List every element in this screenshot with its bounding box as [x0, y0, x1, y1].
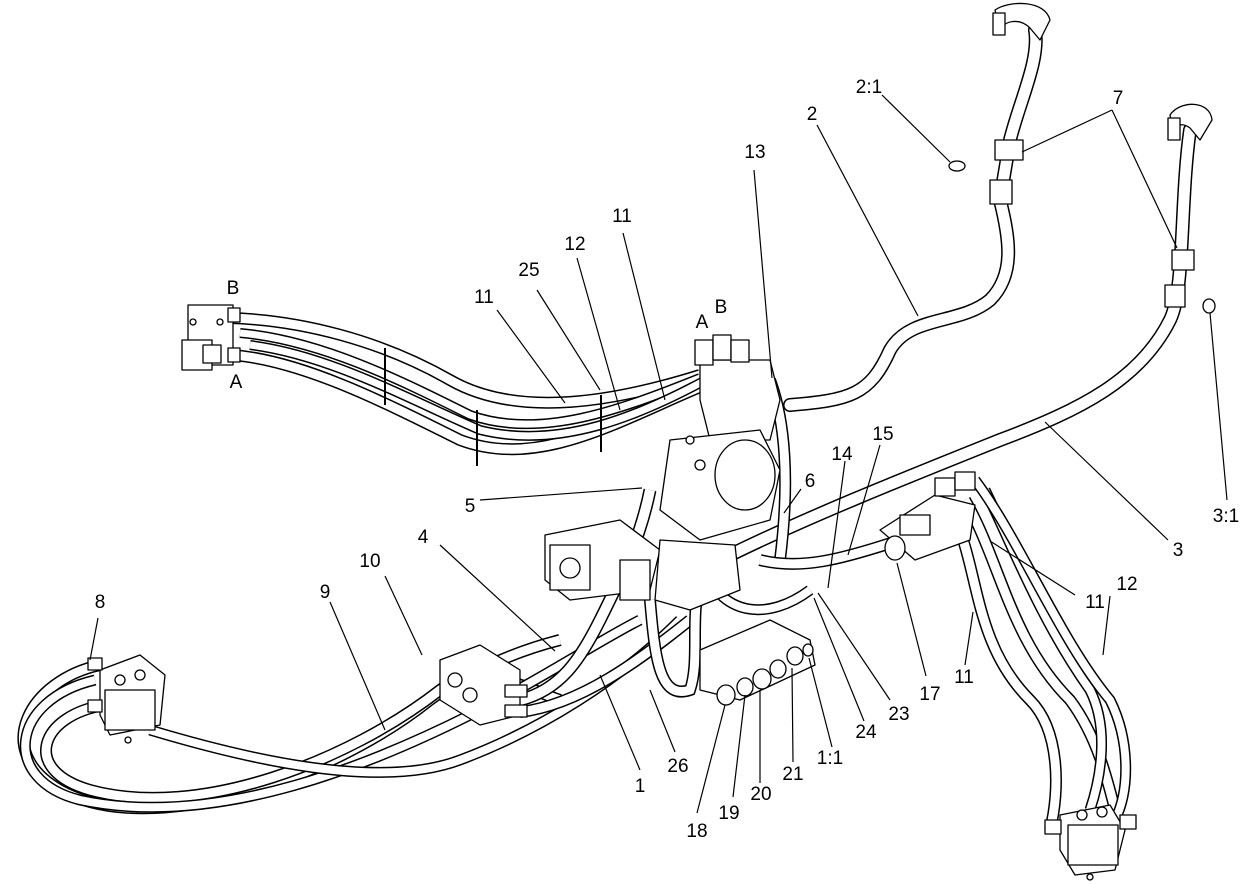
callout-9: 9: [320, 582, 331, 603]
callout-21: 21: [782, 764, 803, 785]
lower-valve-block: [439, 644, 528, 726]
fitting-top-right-2: [1164, 103, 1213, 308]
callout-11-c: 11: [1085, 592, 1105, 613]
callout-7: 7: [1113, 88, 1124, 109]
callout-17: 17: [919, 684, 940, 705]
callout-3: 3: [1173, 540, 1184, 561]
callout-2-1: 2:1: [856, 77, 882, 98]
manifold-block: [699, 619, 816, 706]
callout-2: 2: [807, 104, 818, 125]
callout-1: 1: [635, 776, 646, 797]
callout-18: 18: [686, 821, 707, 842]
lower-right-motor: [1044, 804, 1137, 881]
hoses-lower-left-motor: [17, 615, 684, 815]
callout-19: 19: [718, 803, 739, 824]
callout-20: 20: [750, 784, 771, 805]
port-label-left-motor-b: B: [227, 278, 240, 299]
callout-6: 6: [805, 471, 816, 492]
callout-5: 5: [465, 496, 476, 517]
hoses-upper-left-motor: [229, 312, 708, 466]
callout-8: 8: [95, 592, 106, 613]
callout-11-d: 11: [954, 667, 974, 688]
callout-23: 23: [888, 704, 909, 725]
callout-1-1: 1:1: [817, 748, 843, 769]
valve-block-ab: [694, 334, 781, 441]
callout-3-1: 3:1: [1213, 506, 1239, 527]
callout-14: 14: [831, 444, 853, 465]
o-ring-2-1: [948, 160, 966, 172]
lower-left-motor: [87, 654, 166, 744]
o-ring-3-1: [1202, 298, 1216, 314]
right-valve-block: [879, 471, 976, 561]
callout-25: 25: [518, 260, 539, 281]
callouts: 1 2 3 4 5 6 7 8 9 10 11 11 11 11 12 12 1…: [95, 77, 1240, 842]
pump-assembly: [544, 429, 781, 611]
callout-15: 15: [872, 424, 893, 445]
hose-group: [17, 23, 1197, 832]
leader-lines: [89, 94, 1228, 814]
port-label-valve-a: A: [696, 312, 709, 333]
callout-12-a: 12: [564, 234, 585, 255]
callout-11-b: 11: [612, 206, 632, 227]
callout-10: 10: [359, 551, 380, 572]
callout-24: 24: [855, 722, 877, 743]
port-label-left-motor-a: A: [230, 372, 243, 393]
port-label-valve-b: B: [715, 297, 728, 318]
callout-13: 13: [744, 142, 765, 163]
upper-left-motor: [181, 304, 241, 371]
fitting-top-right-1: [989, 2, 1051, 205]
callout-26: 26: [667, 756, 688, 777]
hoses-lower-right-motor: [944, 476, 1132, 832]
callout-4: 4: [418, 527, 429, 548]
callout-11-a: 11: [474, 287, 494, 308]
hose-2: [783, 23, 1043, 412]
callout-12-b: 12: [1116, 574, 1137, 595]
